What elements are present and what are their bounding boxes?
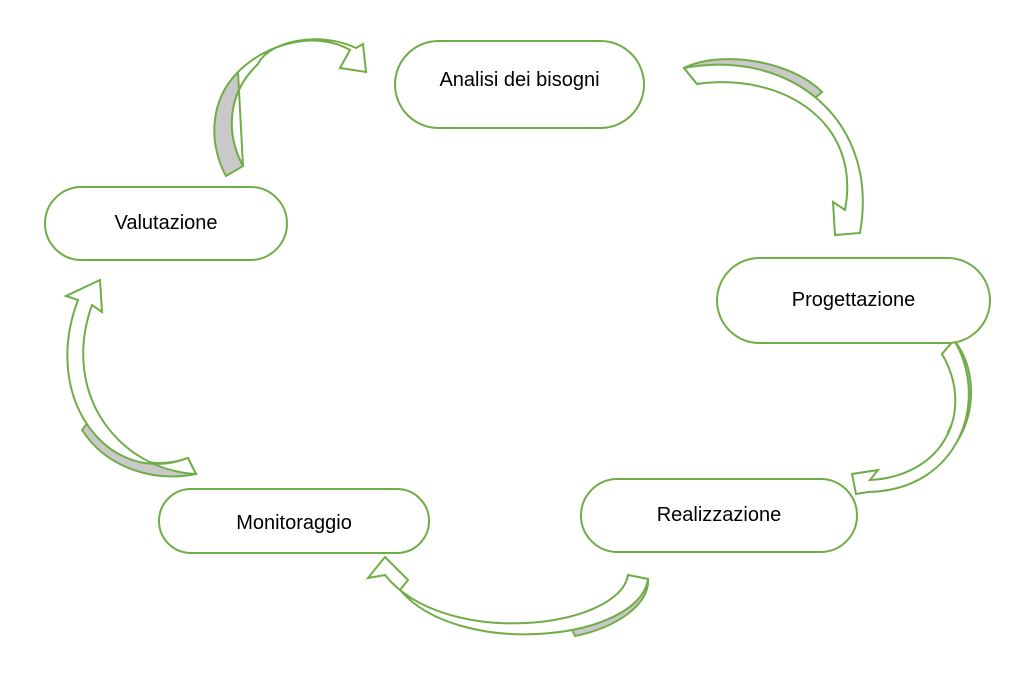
arrow-body	[850, 338, 970, 496]
node-realizzazione: Realizzazione	[580, 478, 858, 553]
node-label: Realizzazione	[656, 504, 782, 526]
node-analisi-dei-bisogni: Analisi dei bisogni	[394, 40, 645, 129]
arrow-body	[682, 63, 864, 237]
arrow-body	[365, 555, 650, 636]
arrow-progettazione-to-realizzazione	[850, 338, 973, 496]
node-label: Analisi dei bisogni	[439, 69, 600, 91]
arrow-body	[230, 38, 368, 167]
arrow-analisi-to-progettazione	[682, 58, 864, 237]
node-label: Monitoraggio	[236, 511, 352, 534]
node-monitoraggio: Monitoraggio	[158, 488, 430, 554]
node-label: Progettazione	[791, 289, 916, 311]
node-label: Valutazione	[114, 212, 218, 234]
node-progettazione: Progettazione	[716, 257, 991, 344]
arrow-realizzazione-to-monitoraggio	[365, 555, 650, 638]
arrow-valutazione-to-analisi	[213, 38, 368, 178]
node-valutazione: Valutazione	[44, 186, 288, 261]
arrow-body	[63, 278, 198, 476]
arrow-monitoraggio-to-valutazione	[63, 278, 198, 478]
